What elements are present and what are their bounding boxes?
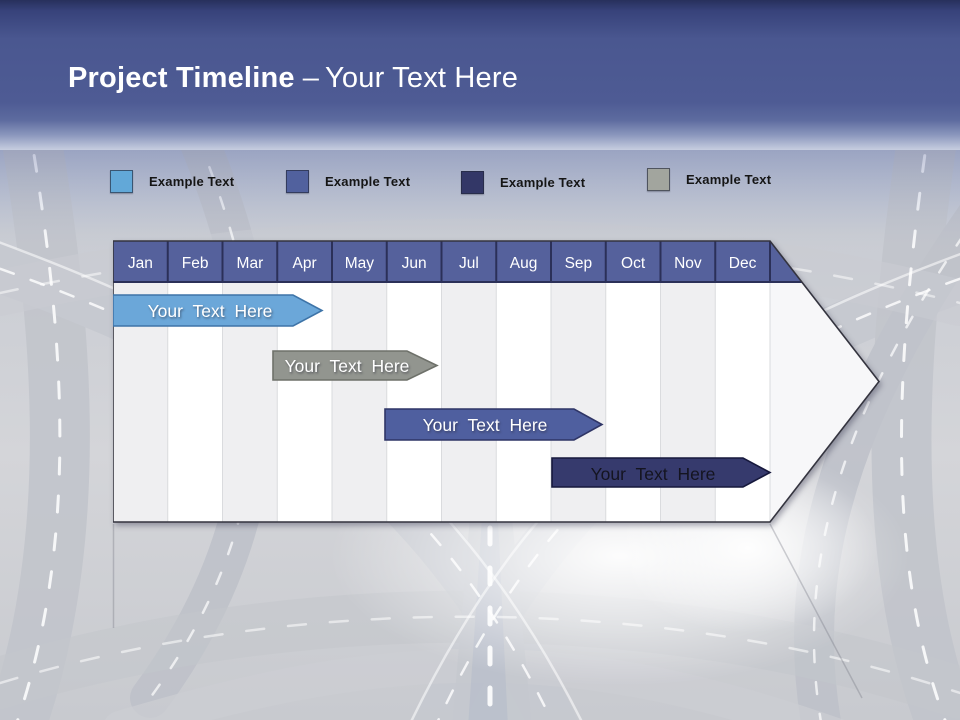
month-header-separators [113, 241, 813, 283]
slide-title-primary: Project Timeline [68, 62, 295, 94]
legend-item-4: Example Text [647, 168, 771, 191]
bar-label: Your Text Here [285, 356, 410, 376]
legend-label: Example Text [325, 174, 411, 189]
title-bar: Project Timeline–Your Text Here [0, 0, 960, 150]
slide-title-separator: – [302, 62, 320, 94]
month-label: Feb [182, 255, 209, 272]
month-label: Dec [729, 255, 757, 272]
month-label: Sep [565, 255, 593, 272]
legend-label: Example Text [686, 172, 772, 187]
task-bar-shape [384, 408, 604, 441]
task-bar-shape [551, 457, 772, 488]
task-bar-3: Your Text Here [384, 408, 604, 441]
legend-swatch-mediumblue [286, 170, 309, 193]
legend-item-3: Example Text [461, 171, 585, 194]
month-label: Oct [621, 255, 646, 272]
task-bar-4: Your Text Here [551, 457, 772, 488]
chart-reflection [112, 523, 863, 699]
month-label: Nov [674, 255, 702, 272]
task-bar-shape [272, 350, 439, 381]
month-label: May [345, 255, 375, 272]
legend-label: Example Text [500, 175, 586, 190]
legend-swatch-lightblue [110, 170, 133, 193]
month-label: Aug [510, 255, 538, 272]
slide-title-secondary: Your Text Here [325, 62, 519, 94]
bar-label: Your Text Here [591, 464, 716, 484]
month-labels: Jan Feb Mar Apr May Jun Jul Aug Sep Oct … [128, 255, 757, 272]
month-label: Jan [128, 255, 153, 272]
legend-item-1: Example Text [110, 170, 234, 193]
legend-item-2: Example Text [286, 170, 410, 193]
task-bar-2: Your Text Here [272, 350, 439, 381]
task-bar-shape [113, 294, 324, 327]
month-label: Jun [402, 255, 427, 272]
bar-label: Your Text Here [423, 415, 548, 435]
task-bar-1: Your Text Here [113, 294, 324, 327]
slide-title: Project Timeline–Your Text Here [68, 60, 518, 96]
month-label: Jul [459, 255, 479, 272]
legend-swatch-navy [461, 171, 484, 194]
chart-body [113, 241, 879, 522]
month-label: Mar [237, 255, 264, 272]
bar-label: Your Text Here [148, 301, 273, 321]
timeline-chart: Jan Feb Mar Apr May Jun Jul Aug Sep Oct … [113, 240, 883, 532]
arrow-outline [113, 240, 881, 523]
month-label: Apr [293, 255, 317, 272]
legend-label: Example Text [149, 174, 235, 189]
legend-swatch-gray [647, 168, 670, 191]
